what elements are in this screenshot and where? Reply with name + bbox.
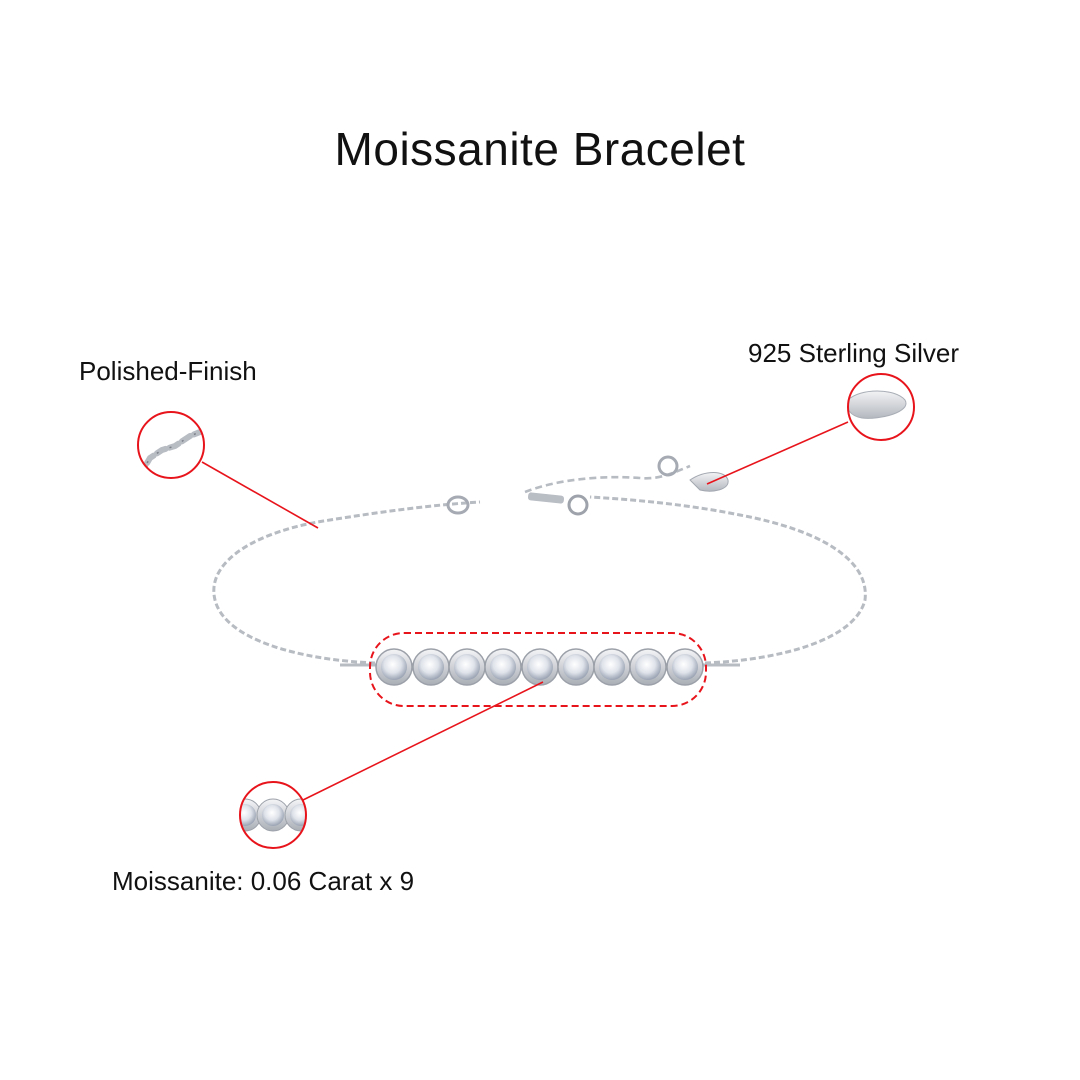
sterling-silver-label: 925 Sterling Silver [748, 338, 959, 368]
tag-charm-icon [689, 472, 729, 492]
clasp-icon [446, 455, 679, 516]
stone-highlight-box [369, 632, 707, 707]
page-title: Moissanite Bracelet [334, 123, 746, 175]
polished-finish-label: Polished-Finish [79, 356, 257, 386]
silver-tag-detail-icon [847, 373, 915, 441]
stone-bar [340, 632, 740, 707]
chain-link-icon [137, 411, 205, 479]
moissanite-stone-label: Moissanite: 0.06 Carat x 9 [112, 866, 415, 896]
moissanite-stone-detail-icon [239, 781, 307, 849]
bezel-stone-icon [375, 648, 704, 686]
chain [212, 464, 867, 665]
callout-lines [201, 421, 849, 801]
